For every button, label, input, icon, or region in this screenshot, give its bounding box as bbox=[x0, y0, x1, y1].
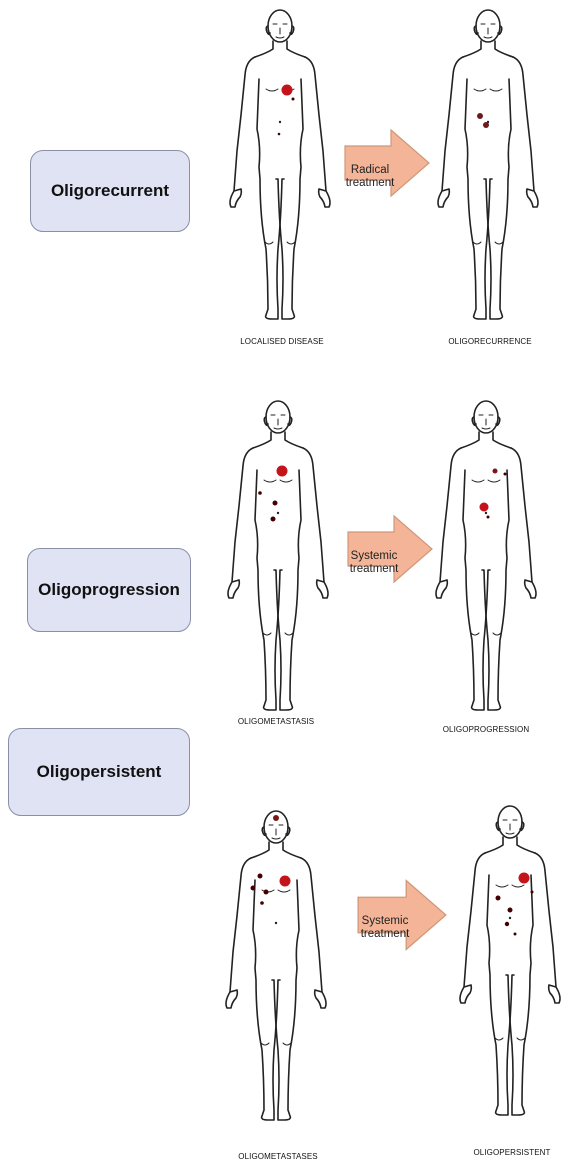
category-label: Oligoprogression bbox=[27, 548, 191, 632]
lesion-dot bbox=[273, 815, 279, 821]
figure-caption: OLIGORECURRENCE bbox=[440, 337, 540, 346]
lesion-dot bbox=[271, 517, 276, 522]
arrow-label-line1: Systemic bbox=[346, 550, 402, 563]
lesion-group bbox=[496, 873, 534, 936]
lesion-dot bbox=[258, 491, 262, 495]
arrow-label-line1: Radical bbox=[343, 164, 397, 177]
lesion-dot bbox=[278, 133, 281, 136]
arrow-label-line2: treatment bbox=[343, 177, 397, 190]
body-figure-oligoprogression bbox=[428, 395, 548, 725]
lesion-dot bbox=[480, 503, 489, 512]
lesion-dot bbox=[483, 122, 489, 128]
treatment-arrow: Systemic treatment bbox=[346, 514, 434, 584]
lesion-dot bbox=[282, 85, 293, 96]
category-label: Oligopersistent bbox=[8, 728, 190, 816]
figure-caption: OLIGOPERSISTENT bbox=[462, 1148, 562, 1157]
lesion-dot bbox=[505, 922, 509, 926]
body-figure-oligometastases bbox=[218, 790, 338, 1150]
lesion-dot bbox=[273, 501, 278, 506]
lesion-dot bbox=[260, 901, 264, 905]
lesion-dot bbox=[514, 933, 517, 936]
arrow-label-line2: treatment bbox=[346, 563, 402, 576]
lesion-group bbox=[278, 85, 295, 136]
figure-caption: OLIGOMETASTASIS bbox=[226, 717, 326, 726]
body-figure-oligorecurrence bbox=[430, 4, 550, 334]
lesion-dot bbox=[504, 473, 507, 476]
lesion-group bbox=[258, 466, 287, 522]
figure-caption: OLIGOMETASTASES bbox=[228, 1152, 328, 1161]
treatment-arrow: Radical treatment bbox=[343, 128, 431, 198]
figure-caption: OLIGOPROGRESSION bbox=[436, 725, 536, 734]
lesion-group bbox=[477, 113, 489, 128]
treatment-arrow: Systemic treatment bbox=[356, 875, 448, 955]
category-label: Oligorecurrent bbox=[30, 150, 190, 232]
lesion-dot bbox=[477, 113, 483, 119]
lesion-group bbox=[480, 469, 507, 519]
lesion-dot bbox=[508, 908, 513, 913]
lesion-dot bbox=[487, 516, 490, 519]
figure-caption: LOCALISED DISEASE bbox=[232, 337, 332, 346]
lesion-dot bbox=[292, 98, 295, 101]
lesion-dot bbox=[264, 890, 269, 895]
lesion-dot bbox=[251, 886, 256, 891]
body-figure-oligopersistent bbox=[452, 790, 572, 1140]
lesion-dot bbox=[493, 469, 498, 474]
lesion-dot bbox=[519, 873, 530, 884]
body-figure-localised bbox=[222, 4, 342, 334]
lesion-dot bbox=[258, 874, 263, 879]
body-figure-oligometastasis bbox=[220, 395, 340, 725]
lesion-dot bbox=[280, 876, 291, 887]
arrow-label-line2: treatment bbox=[356, 928, 414, 941]
lesion-dot bbox=[496, 896, 501, 901]
lesion-dot bbox=[277, 466, 288, 477]
lesion-dot bbox=[531, 891, 534, 894]
arrow-label-line1: Systemic bbox=[356, 915, 414, 928]
